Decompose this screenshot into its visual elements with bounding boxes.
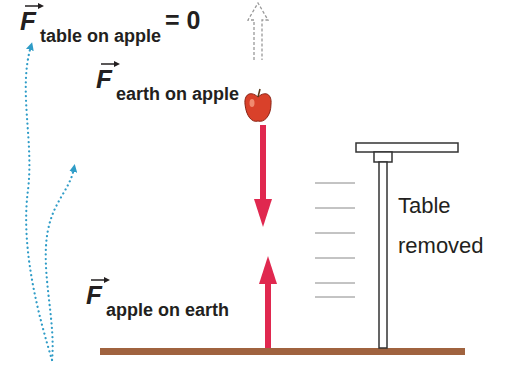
subscript: table on apple	[40, 27, 161, 45]
vector-sign	[25, 3, 120, 283]
zero-force-arrow	[248, 3, 268, 60]
equation-value: = 0	[165, 8, 200, 33]
force-arrow	[259, 256, 277, 348]
motion-lines	[315, 183, 355, 297]
note-label: Table removed	[398, 186, 510, 266]
ground	[100, 348, 465, 355]
apple	[245, 89, 271, 121]
vector-symbol: F	[86, 282, 102, 308]
subscript: earth on apple	[116, 85, 239, 103]
pair-pointer	[26, 46, 74, 360]
subscript: apple on earth	[106, 301, 229, 319]
vector-symbol: F	[96, 66, 112, 92]
vector-symbol: F	[20, 8, 36, 34]
force-arrow	[254, 125, 272, 227]
